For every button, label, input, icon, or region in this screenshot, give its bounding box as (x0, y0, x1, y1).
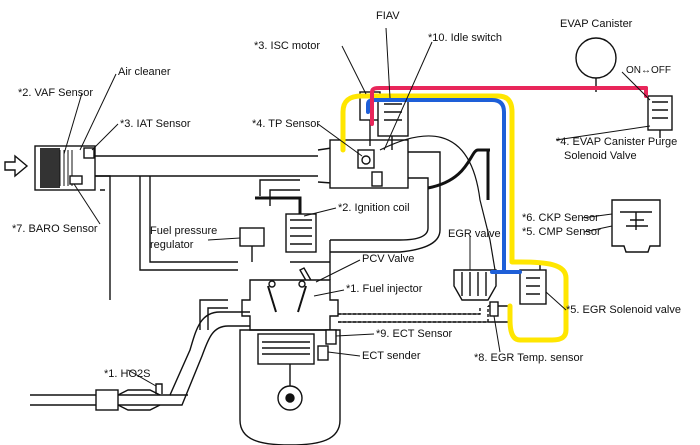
label-fuel-pressure-line1: Fuel pressure (150, 225, 218, 237)
iat-sensor-body (83, 147, 95, 159)
label-iat-sensor: *3. IAT Sensor (120, 118, 191, 130)
label-evap-canister: EVAP Canister (560, 18, 633, 30)
label-baro-sensor: *7. BARO Sensor (12, 223, 98, 235)
label-ckp-sensor: *6. CKP Sensor (522, 212, 599, 224)
ect-sender-body (317, 345, 329, 361)
label-ect-sender: ECT sender (362, 350, 421, 362)
label-ignition-coil: *2. Ignition coil (338, 202, 410, 214)
fuel-pressure-regulator (239, 227, 265, 247)
label-fuel-pressure-line2: regulator (150, 239, 194, 251)
ect-sensor-body (325, 329, 337, 345)
left-feed-line (139, 176, 238, 271)
label-tp-sensor: *4. TP Sensor (252, 118, 321, 130)
label-vaf-sensor: *2. VAF Sensor (18, 87, 93, 99)
egr-solenoid-body (519, 269, 547, 305)
exhaust-pipe (30, 389, 161, 411)
label-on-off: ON↔OFF (626, 65, 671, 76)
hose-red (370, 86, 648, 126)
label-pcv-valve: PCV Valve (362, 253, 415, 265)
intake-manifold (330, 200, 441, 253)
piston (257, 333, 315, 365)
label-air-cleaner: Air cleaner (118, 66, 171, 78)
intake-arrow (4, 154, 29, 178)
tp-sensor-body (357, 149, 375, 169)
label-ect-sensor: *9. ECT Sensor (376, 328, 453, 340)
label-idle-switch: *10. Idle switch (428, 32, 502, 44)
breather-hose (427, 148, 490, 190)
evap-purge-solenoid (647, 95, 673, 131)
egr-temp-body (489, 301, 499, 317)
label-fiav: FIAV (376, 10, 400, 22)
label-egr-valve: EGR valve (448, 228, 501, 240)
hose-blue (366, 98, 506, 274)
ho2s-body (155, 383, 163, 394)
label-isc-motor: *3. ISC motor (254, 40, 321, 52)
label-egr-solenoid: *5. EGR Solenoid valve (566, 304, 681, 316)
intake-duct (95, 155, 318, 177)
air-filter-element (40, 148, 60, 188)
egr-valve-body (453, 269, 497, 301)
label-ho2s: *1. HO2S (104, 368, 151, 380)
exhaust-manifold (88, 311, 250, 406)
cylinder-head (241, 279, 339, 331)
label-fuel-injector: *1. Fuel injector (346, 283, 423, 295)
evap-canister (575, 37, 617, 79)
label-evap-purge-line1: *4. EVAP Canister Purge (556, 136, 678, 148)
label-cmp-sensor: *5. CMP Sensor (522, 226, 601, 238)
label-egr-temp-sensor: *8. EGR Temp. sensor (474, 352, 584, 364)
label-evap-purge-line2: Solenoid Valve (564, 150, 637, 162)
hose-yellow (340, 93, 569, 343)
baro-sensor-body (69, 175, 83, 185)
catalytic-converter (95, 389, 119, 411)
